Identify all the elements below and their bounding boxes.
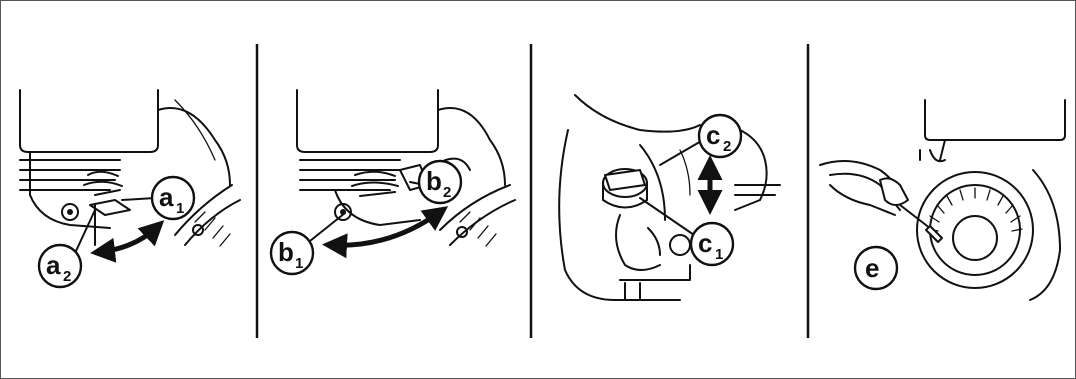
label-a2-subscript: 2 xyxy=(63,268,71,285)
label-c2-subscript: 2 xyxy=(723,138,731,155)
label-b1-letter: b xyxy=(278,237,294,267)
panel-a-fuel-valve xyxy=(20,90,240,252)
label-a2: a 2 xyxy=(39,210,95,287)
label-b2-letter: b xyxy=(426,166,442,196)
label-a1-letter: a xyxy=(159,182,174,212)
label-c1-letter: c xyxy=(698,228,712,258)
label-a1-subscript: 1 xyxy=(176,200,184,217)
label-a1: a 1 xyxy=(122,177,194,219)
label-c1-subscript: 1 xyxy=(715,246,723,263)
label-c2: c 2 xyxy=(660,115,741,165)
label-c2-letter: c xyxy=(706,120,720,150)
label-a2-letter: a xyxy=(46,250,61,280)
label-c1: c 1 xyxy=(640,198,733,265)
label-b2-subscript: 2 xyxy=(443,184,451,201)
label-b1-subscript: 1 xyxy=(295,255,303,272)
panel-c-fuel-tank xyxy=(559,95,780,300)
label-e-letter: e xyxy=(865,253,879,283)
label-e: e xyxy=(855,247,897,289)
panel-b-choke-lever xyxy=(297,90,515,246)
